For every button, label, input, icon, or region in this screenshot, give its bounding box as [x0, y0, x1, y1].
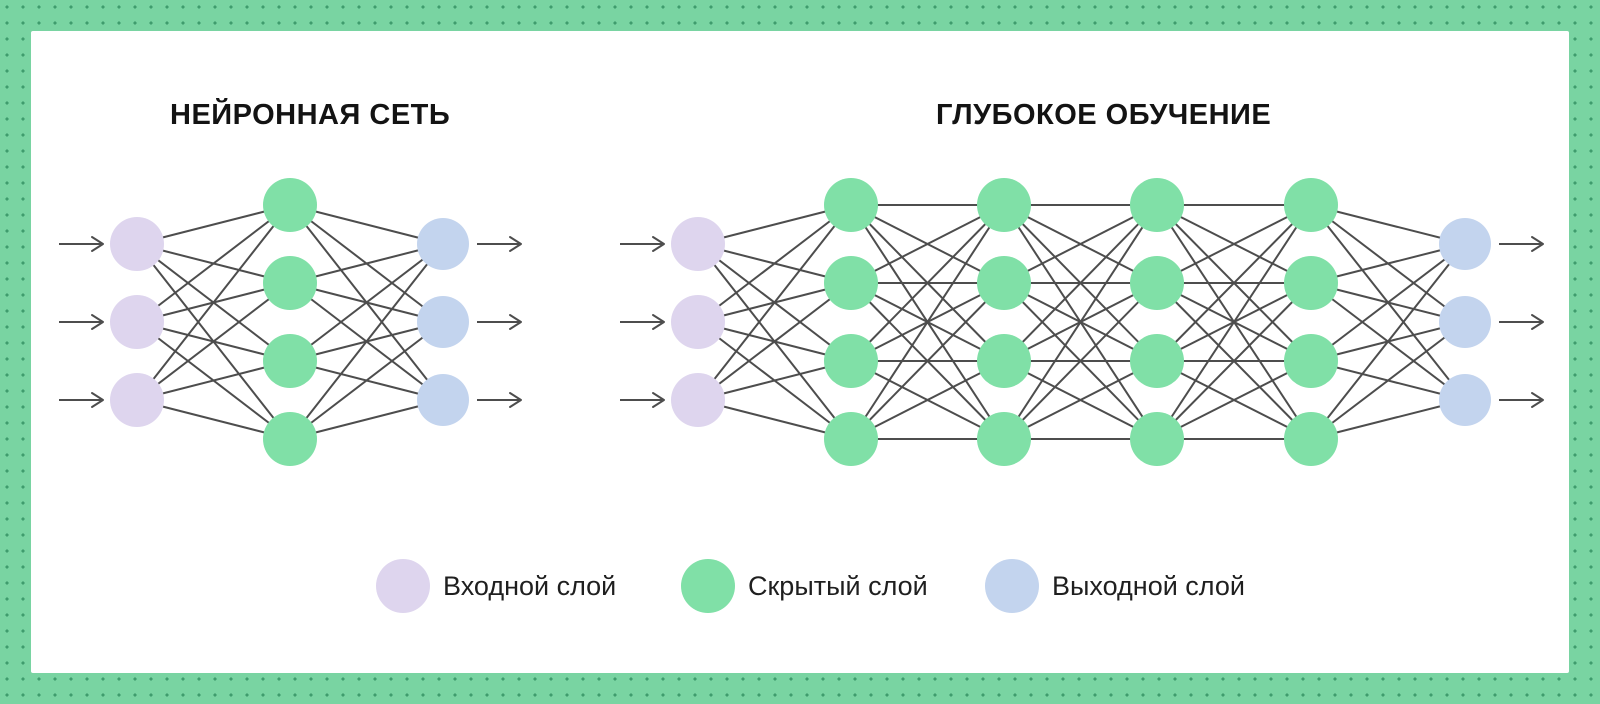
hidden-node — [824, 412, 878, 466]
connection-line — [850, 360, 1005, 440]
output-layer-swatch-icon — [985, 559, 1039, 613]
hidden-node — [977, 256, 1031, 310]
connection-line — [1003, 204, 1158, 284]
legend-label-hidden: Скрытый слой — [748, 570, 928, 601]
connection-line — [136, 204, 291, 323]
hidden-node — [263, 256, 317, 310]
connection-line — [289, 243, 444, 440]
hidden-node — [977, 412, 1031, 466]
output-node — [1439, 296, 1491, 348]
diagram-title-neural-network: НЕЙРОННАЯ СЕТЬ — [170, 99, 451, 131]
legend-label-output: Выходной слой — [1052, 570, 1245, 601]
connection-line — [1156, 204, 1312, 284]
connection-line — [136, 282, 291, 401]
connection-line — [1156, 360, 1312, 440]
input-node — [671, 373, 725, 427]
hidden-node — [824, 256, 878, 310]
hidden-node — [977, 334, 1031, 388]
connection-line — [850, 282, 1005, 440]
hidden-node — [263, 178, 317, 232]
connection-line — [850, 204, 1005, 440]
input-node — [110, 295, 164, 349]
output-node — [417, 296, 469, 348]
hidden-node — [824, 334, 878, 388]
hidden-node — [263, 412, 317, 466]
connection-line — [1310, 243, 1466, 362]
output-node — [1439, 218, 1491, 270]
connection-line — [697, 282, 852, 401]
connection-line — [1003, 360, 1158, 440]
network-neural-network — [59, 178, 522, 466]
connection-line — [1310, 321, 1466, 440]
connection-line — [850, 204, 1005, 284]
arrowhead-icon — [91, 392, 104, 408]
legend-item-output-layer: Выходной слой — [985, 559, 1245, 613]
input-layer-swatch-icon — [376, 559, 430, 613]
legend-item-input-layer: Входной слой — [376, 559, 616, 613]
connection-line — [1156, 204, 1312, 440]
hidden-node — [1284, 256, 1338, 310]
hidden-node — [1130, 178, 1184, 232]
hidden-node — [1284, 178, 1338, 232]
legend: Входной слой Скрытый слой Выходной слой — [31, 559, 1569, 613]
diagram-title-deep-learning: ГЛУБОКОЕ ОБУЧЕНИЕ — [936, 99, 1272, 131]
arrowhead-icon — [1531, 392, 1544, 408]
connection-line — [697, 204, 852, 323]
legend-item-hidden-layer: Скрытый слой — [681, 559, 928, 613]
arrowhead-icon — [652, 236, 665, 252]
connection-line — [1003, 204, 1158, 440]
output-node — [417, 374, 469, 426]
diagram-card: НЕЙРОННАЯ СЕТЬ ГЛУБОКОЕ ОБУЧЕНИЕ Входной… — [31, 31, 1569, 673]
arrowhead-icon — [1531, 236, 1544, 252]
hidden-node — [1284, 412, 1338, 466]
connection-line — [850, 204, 1005, 362]
hidden-layer-swatch-icon — [681, 559, 735, 613]
arrowhead-icon — [1531, 314, 1544, 330]
connection-line — [289, 321, 444, 440]
input-node — [110, 217, 164, 271]
hidden-node — [824, 178, 878, 232]
arrowhead-icon — [509, 314, 522, 330]
connection-line — [1156, 204, 1312, 362]
hidden-node — [1284, 334, 1338, 388]
legend-label-input: Входной слой — [443, 570, 617, 601]
connection-line — [289, 243, 444, 362]
input-node — [671, 217, 725, 271]
hidden-node — [1130, 256, 1184, 310]
output-node — [1439, 374, 1491, 426]
connection-line — [1310, 243, 1466, 440]
hidden-node — [1130, 412, 1184, 466]
connection-line — [1003, 204, 1158, 362]
input-node — [110, 373, 164, 427]
connection-line — [1003, 282, 1158, 440]
arrowhead-icon — [91, 314, 104, 330]
hidden-node — [263, 334, 317, 388]
output-node — [417, 218, 469, 270]
hidden-node — [977, 178, 1031, 232]
neural-network-diagram-svg — [59, 178, 1544, 466]
arrowhead-icon — [509, 392, 522, 408]
connection-line — [697, 204, 852, 401]
arrowhead-icon — [652, 392, 665, 408]
arrowhead-icon — [509, 236, 522, 252]
hidden-node — [1130, 334, 1184, 388]
arrowhead-icon — [91, 236, 104, 252]
network-deep-learning — [620, 178, 1544, 466]
input-node — [671, 295, 725, 349]
connection-line — [136, 204, 291, 401]
connection-line — [1156, 282, 1312, 440]
arrowhead-icon — [652, 314, 665, 330]
